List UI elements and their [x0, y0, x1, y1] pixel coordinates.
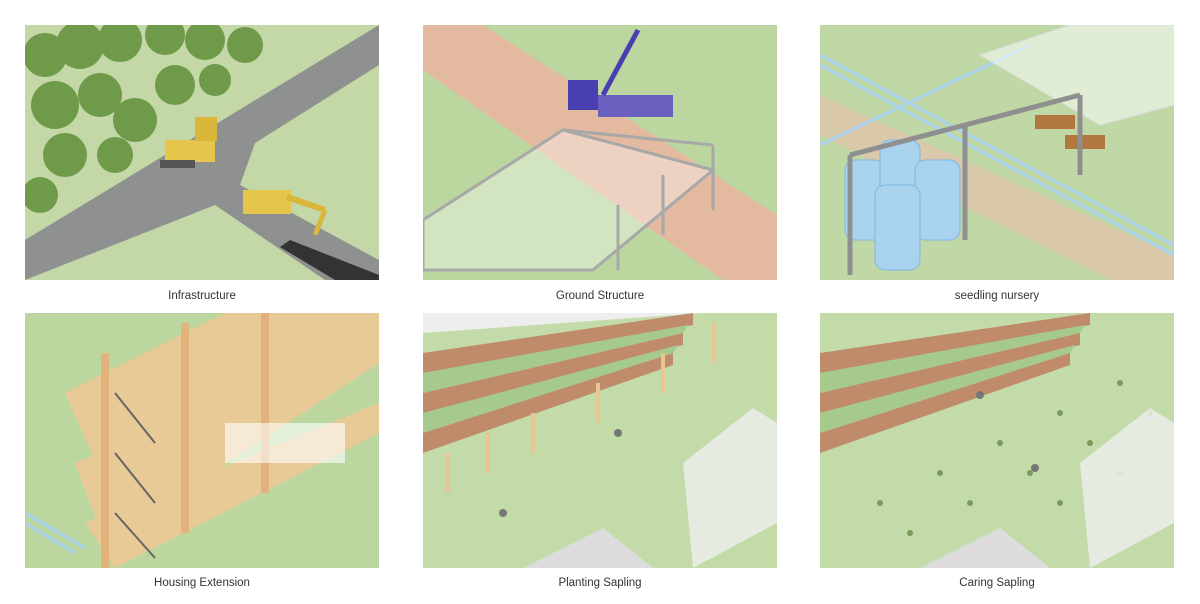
person	[614, 429, 622, 437]
illustration-housing-extension	[25, 313, 379, 568]
water-tanks	[844, 139, 961, 271]
columns	[446, 323, 715, 493]
caption: Caring Sapling	[959, 577, 1035, 589]
crane-truck	[568, 28, 673, 117]
building-facade	[423, 313, 703, 453]
caption: Ground Structure	[555, 290, 645, 302]
greenhouse	[683, 408, 777, 568]
caption: Planting Sapling	[558, 577, 642, 589]
bulldozer	[160, 117, 217, 168]
illustration-seedling-nursery	[820, 25, 1174, 280]
roof	[920, 528, 1050, 568]
greenhouse	[1080, 408, 1174, 568]
path	[423, 25, 777, 280]
caption: Housing Extension	[154, 577, 250, 589]
steel-frame	[847, 92, 1083, 275]
illustration-infrastructure	[25, 25, 379, 280]
illustration-caring-sapling	[820, 313, 1174, 568]
trench	[280, 240, 379, 280]
person	[1031, 464, 1039, 472]
caption: Infrastructure	[168, 290, 236, 302]
caption: seedling nursery	[954, 290, 1040, 302]
person	[499, 509, 507, 517]
excavator	[243, 190, 328, 236]
glass-wall	[225, 423, 345, 463]
water-pipes	[25, 511, 86, 555]
forest	[25, 25, 263, 213]
person	[976, 391, 984, 399]
building-facade	[820, 313, 1090, 453]
illustration-planting-sapling	[423, 313, 777, 568]
roof	[523, 528, 653, 568]
planters	[1035, 115, 1105, 149]
stairs	[114, 392, 156, 559]
illustration-ground-structure	[423, 25, 777, 280]
steel-frame	[423, 128, 717, 272]
